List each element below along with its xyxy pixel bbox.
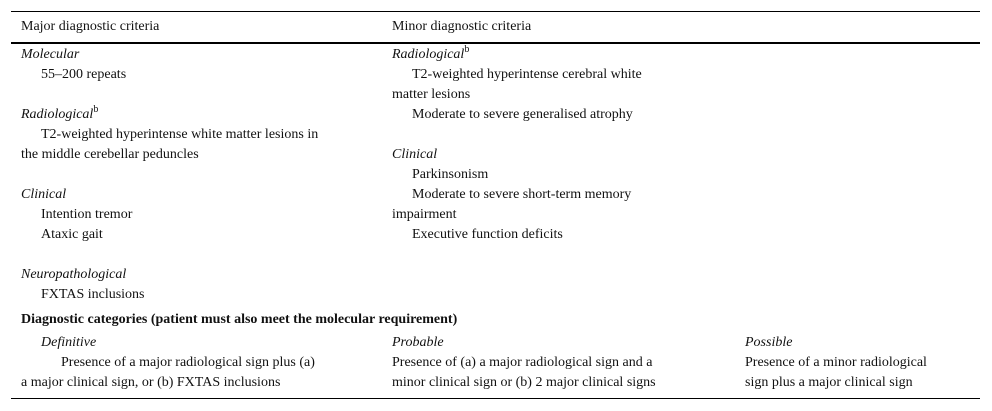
major-clinical-heading: Clinical	[21, 187, 67, 202]
minor-radiological-item1-line1: T2-weighted hyperintense cerebral white	[412, 67, 642, 82]
major-radiological-heading: Radiological	[21, 107, 94, 122]
category-definitive-line2: a major clinical sign, or (b) FXTAS incl…	[21, 375, 281, 390]
minor-clinical-item3: Executive function deficits	[412, 227, 563, 242]
major-neuropathological-item: FXTAS inclusions	[41, 287, 145, 302]
category-possible-line2: sign plus a major clinical sign	[745, 375, 913, 390]
major-neuropathological-heading: Neuropathological	[21, 267, 127, 282]
major-radiological-footnote: b	[93, 104, 99, 115]
major-radiological-item-line2: the middle cerebellar peduncles	[21, 147, 199, 162]
category-probable-line1: Presence of (a) a major radiological sig…	[392, 355, 653, 370]
category-probable-line2: minor clinical sign or (b) 2 major clini…	[392, 375, 656, 390]
table-bottom-rule	[11, 398, 980, 399]
minor-clinical-item1: Parkinsonism	[412, 167, 489, 182]
major-radiological-heading-wrap: Radiologicalb	[21, 105, 98, 125]
categories-title: Diagnostic categories (patient must also…	[21, 312, 458, 327]
minor-clinical-item2-line1: Moderate to severe short-term memory	[412, 187, 632, 202]
category-probable-label: Probable	[392, 335, 444, 350]
minor-clinical-item2-line2: impairment	[392, 207, 457, 222]
major-criteria-header: Major diagnostic criteria	[21, 19, 160, 34]
category-possible-label: Possible	[745, 335, 793, 350]
minor-criteria-header: Minor diagnostic criteria	[392, 19, 532, 34]
category-definitive-label: Definitive	[41, 335, 97, 350]
minor-radiological-footnote: b	[464, 44, 470, 55]
table-header-rule	[11, 42, 980, 44]
category-definitive-line1: Presence of a major radiological sign pl…	[61, 355, 315, 370]
category-possible-line1: Presence of a minor radiological	[745, 355, 927, 370]
major-clinical-item-2: Ataxic gait	[41, 227, 103, 242]
major-clinical-item-1: Intention tremor	[41, 207, 133, 222]
minor-radiological-item2: Moderate to severe generalised atrophy	[412, 107, 633, 122]
minor-clinical-heading: Clinical	[392, 147, 438, 162]
major-molecular-heading: Molecular	[21, 47, 80, 62]
table-top-rule	[11, 11, 980, 12]
minor-radiological-item1-line2: matter lesions	[392, 87, 471, 102]
minor-radiological-heading: Radiological	[392, 47, 465, 62]
major-radiological-item-line1: T2-weighted hyperintense white matter le…	[41, 127, 319, 142]
major-molecular-item: 55–200 repeats	[41, 67, 127, 82]
minor-radiological-heading-wrap: Radiologicalb	[392, 45, 469, 65]
